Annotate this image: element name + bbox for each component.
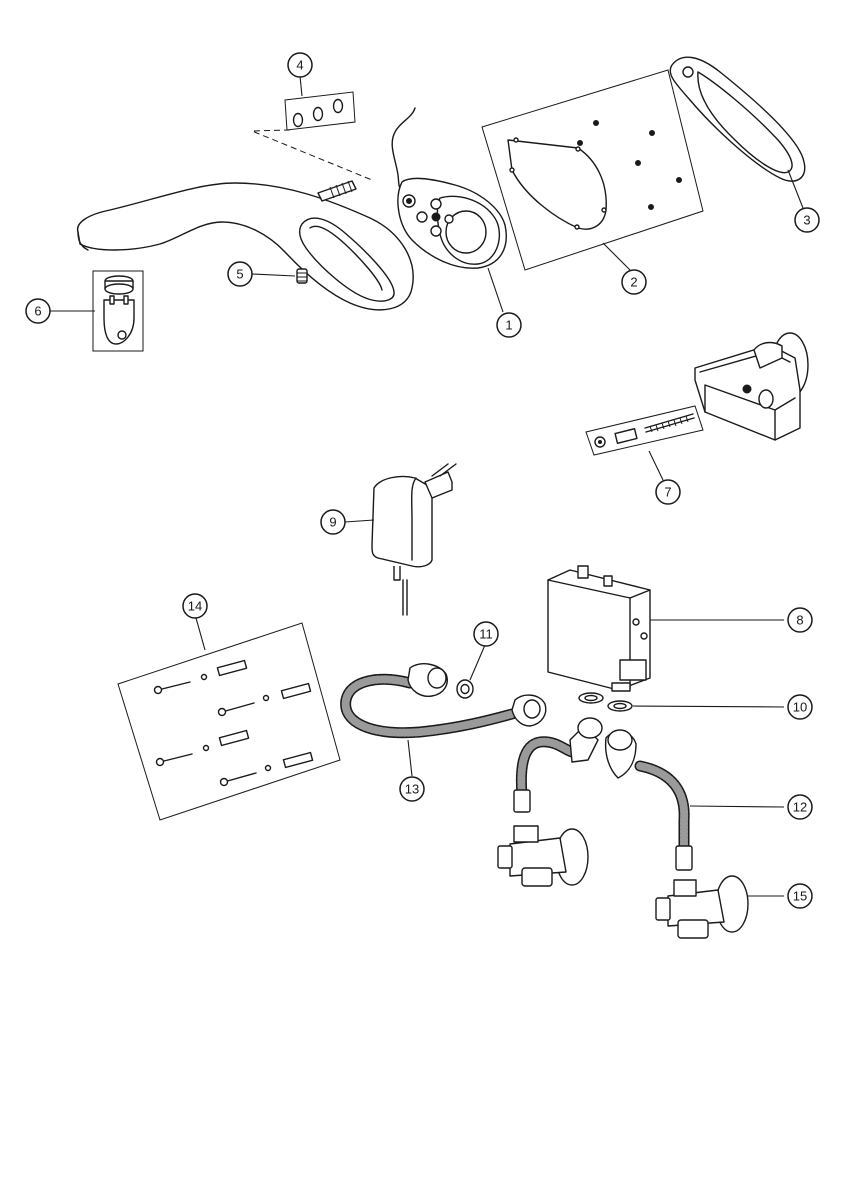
part-11-seal (456, 644, 486, 699)
part-5-grub-screw (251, 268, 308, 284)
callout-8-label: 8 (796, 613, 803, 628)
callout-3-label: 3 (803, 213, 810, 228)
screw-row-4 (219, 751, 314, 787)
callout-11: 11 (473, 621, 499, 647)
callout-9-label: 9 (329, 515, 336, 530)
callout-4: 4 (287, 52, 313, 78)
part-13-hose (340, 663, 547, 777)
leader-1 (487, 267, 504, 313)
part-8-solenoid-box (547, 565, 784, 692)
callout-6: 6 (25, 298, 51, 324)
part-6-aerator (50, 270, 144, 352)
callout-13-label: 13 (405, 782, 419, 797)
callout-12-label: 12 (793, 800, 807, 815)
callout-6-label: 6 (34, 304, 41, 319)
wall-box (694, 332, 809, 441)
spout-body (76, 180, 414, 311)
callout-14: 14 (182, 593, 208, 619)
part-14-screws-and-plugs (117, 617, 341, 821)
part-2-mounting-plate (481, 69, 704, 271)
callout-1: 1 (496, 312, 522, 338)
screw-row-1 (153, 659, 248, 695)
callout-15: 15 (787, 883, 813, 909)
part-1-control-unit (391, 107, 507, 269)
part-10-washers (578, 692, 785, 712)
callout-10: 10 (787, 694, 813, 720)
callout-4-label: 4 (296, 58, 303, 73)
callout-5-label: 5 (236, 267, 243, 282)
screw-row-2 (217, 682, 312, 717)
part-15-angle-valves (497, 825, 784, 939)
callout-10-label: 10 (793, 700, 807, 715)
callout-5: 5 (227, 261, 253, 287)
part-9-power-adapter (344, 463, 457, 616)
callout-9: 9 (320, 509, 346, 535)
callout-12: 12 (787, 794, 813, 820)
part-3-gasket (669, 56, 806, 209)
callout-2-label: 2 (630, 275, 637, 290)
callout-14-label: 14 (188, 599, 202, 614)
callout-13: 13 (399, 776, 425, 802)
callout-2: 2 (621, 269, 647, 295)
callout-15-label: 15 (793, 889, 807, 904)
callout-7-label: 7 (664, 485, 671, 500)
callout-7: 7 (655, 479, 681, 505)
screw-row-3 (155, 729, 250, 767)
callout-8: 8 (787, 607, 813, 633)
callout-3: 3 (794, 207, 820, 233)
callout-11-label: 11 (479, 627, 493, 642)
callout-1-label: 1 (505, 318, 512, 333)
part-12-hoses (513, 717, 785, 871)
part-7-fixing-kit (585, 405, 704, 481)
part-4-o-rings (251, 75, 373, 181)
